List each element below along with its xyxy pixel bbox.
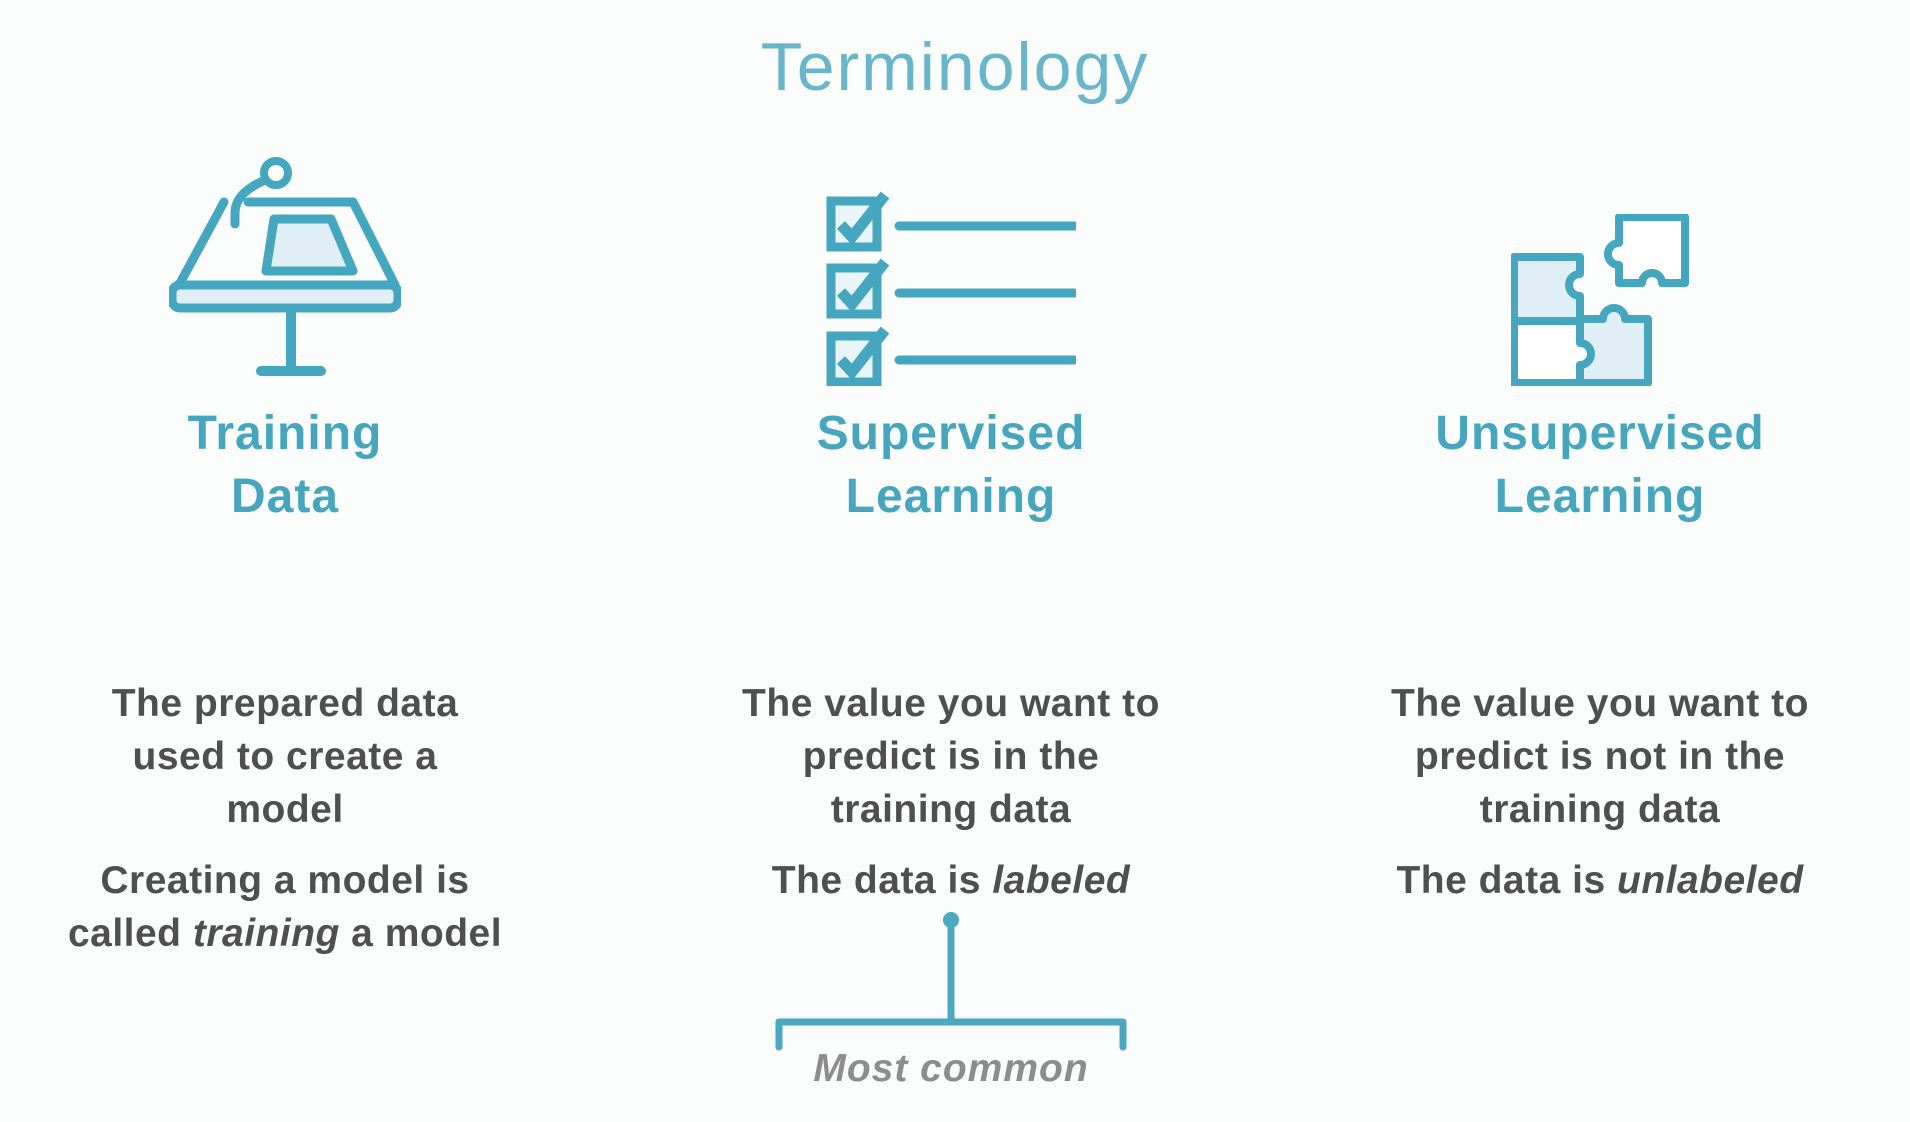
description-paragraph: Creating a model is called training a mo… (68, 854, 502, 960)
puzzle-icon-svg (1511, 214, 1689, 386)
heading-line: Training (187, 407, 383, 460)
heading-line: Supervised (816, 407, 1086, 460)
most-common-annotation: Most common (771, 911, 1131, 1089)
column-description: The value you want to predict is in the … (742, 677, 1160, 907)
text-line: predict is in the (802, 735, 1100, 778)
text-line: The data is unlabeled (1396, 859, 1804, 902)
heading-line: Learning (845, 470, 1057, 523)
text-line: The data is labeled (771, 859, 1131, 902)
description-paragraph: The value you want to predict is in the … (742, 677, 1160, 836)
text-line: Creating a model is (100, 859, 470, 902)
annotation-label: Most common (813, 1047, 1089, 1090)
heading-line: Learning (1494, 470, 1706, 523)
text-line: The value you want to (742, 682, 1160, 725)
puzzle-icon (1315, 134, 1885, 386)
column-training-data: Training Data The prepared data used to … (0, 74, 570, 960)
column-heading: Unsupervised Learning (1435, 402, 1764, 528)
heading-line: Unsupervised (1435, 407, 1765, 460)
bracket-icon (775, 912, 1127, 1051)
heading-line: Data (230, 470, 340, 523)
text-line: training data (830, 788, 1072, 831)
podium-icon (0, 134, 570, 386)
podium-icon-svg (169, 157, 401, 376)
description-paragraph: The prepared data used to create a model (68, 677, 502, 836)
text-line: training data (1479, 788, 1721, 831)
description-paragraph: The value you want to predict is not in … (1391, 677, 1809, 836)
column-unsupervised-learning: Unsupervised Learning The value you want… (1315, 74, 1885, 907)
text-line: used to create a (132, 735, 438, 778)
text-line: model (226, 788, 344, 831)
column-description: The value you want to predict is not in … (1391, 677, 1809, 907)
slide-title: Terminology (760, 29, 1150, 105)
checklist-icon-svg (826, 191, 1076, 386)
description-paragraph: The data is unlabeled (1391, 854, 1809, 907)
column-description: The prepared data used to create a model… (68, 677, 502, 960)
checklist-icon (666, 134, 1236, 386)
columns-row: Training Data The prepared data used to … (0, 74, 1910, 1089)
column-heading: Supervised Learning (817, 402, 1086, 528)
text-line: called training a model (67, 912, 503, 955)
text-line: predict is not in the (1414, 735, 1786, 778)
text-line: The prepared data (111, 682, 459, 725)
description-paragraph: The data is labeled (742, 854, 1160, 907)
text-line: The value you want to (1391, 682, 1809, 725)
column-supervised-learning: Supervised Learning The value you want t… (666, 74, 1236, 1089)
column-heading: Training Data (188, 402, 383, 528)
